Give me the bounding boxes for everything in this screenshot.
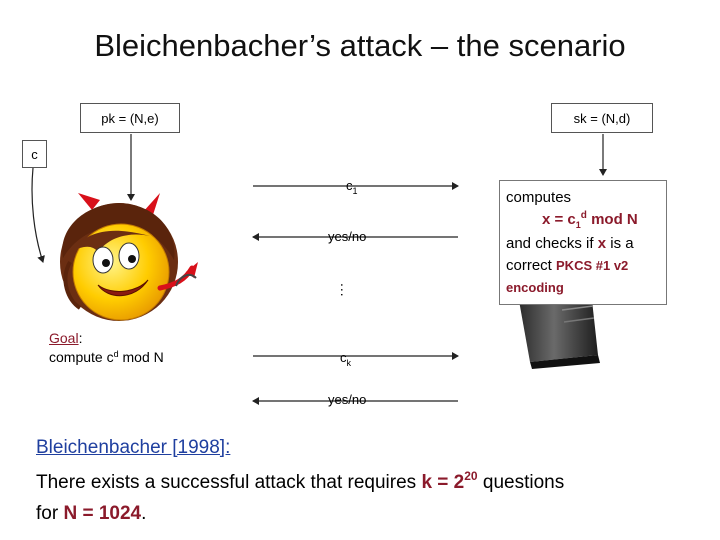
- slide-title: Bleichenbacher’s attack – the scenario: [94, 28, 626, 63]
- server-line-checks: and checks if x is a: [506, 235, 634, 252]
- goal-text: compute cd mod N: [49, 349, 164, 365]
- goal-label: Goal: [49, 330, 79, 346]
- ellipsis-dots: ...: [338, 283, 354, 298]
- citation-heading: Bleichenbacher [1998]:: [36, 437, 231, 458]
- ck-message-label: ck: [340, 350, 351, 368]
- server-line-encoding: encoding: [506, 280, 564, 295]
- server-line-formula: x = c1d mod N: [542, 210, 638, 230]
- server-line-computes: computes: [506, 189, 572, 206]
- c1-message-label: c1: [346, 178, 358, 196]
- server-description-box: computes x = c1d mod N and checks if x i…: [499, 180, 667, 305]
- reply-label-1: yes/no: [328, 229, 367, 244]
- result-statement: There exists a successful attack that re…: [36, 469, 565, 524]
- devil-attacker-icon: [60, 193, 198, 321]
- secret-key-label: sk = (N,d): [573, 110, 631, 126]
- reply-label-2: yes/no: [328, 392, 367, 407]
- ciphertext-label: c: [31, 146, 38, 162]
- public-key-box: pk = (N,e): [80, 103, 180, 133]
- ciphertext-box: c: [22, 140, 47, 168]
- attacker-goal: Goal: compute cd mod N: [49, 329, 164, 369]
- ciphertext-arrow: [31, 167, 45, 263]
- server-line-pkcs: correct PKCS #1 v2: [506, 257, 629, 274]
- secret-key-box: sk = (N,d): [551, 103, 653, 133]
- public-key-label: pk = (N,e): [101, 110, 159, 126]
